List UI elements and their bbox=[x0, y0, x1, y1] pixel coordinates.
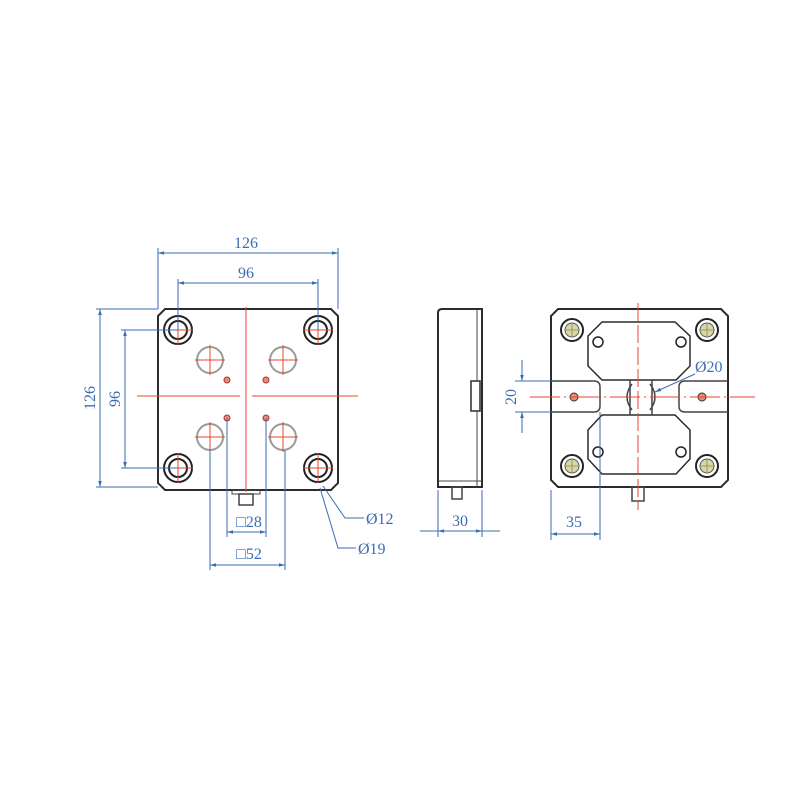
leader-diameter-19: Ø19 bbox=[319, 487, 386, 558]
dim-square-28: □28 bbox=[226, 418, 267, 537]
side-tab bbox=[470, 380, 481, 412]
front-view: 126 96 126 96 □28 □52 Ø12 bbox=[82, 235, 394, 570]
dim-square-52: □52 bbox=[209, 450, 286, 570]
dim-label: Ø20 bbox=[695, 359, 723, 376]
dim-label: 96 bbox=[238, 265, 254, 282]
dim-hole-spacing-96-horizontal: 96 bbox=[177, 265, 319, 330]
dim-label: 20 bbox=[503, 389, 520, 405]
dim-label: 126 bbox=[82, 386, 99, 410]
rear-bottom-pad bbox=[587, 414, 691, 475]
dim-offset-35: 35 bbox=[550, 412, 601, 540]
side-view: 30 bbox=[420, 308, 500, 537]
rear-top-pad bbox=[587, 321, 691, 381]
dim-height-126: 126 bbox=[82, 308, 158, 488]
leader-diameter-20: Ø20 bbox=[654, 359, 723, 393]
front-connector bbox=[231, 489, 261, 506]
dim-label: 30 bbox=[452, 513, 468, 530]
leader-diameter-12: Ø12 bbox=[322, 485, 394, 528]
dim-label: □52 bbox=[236, 546, 262, 563]
rear-bolts bbox=[560, 318, 719, 478]
dim-width-126: 126 bbox=[157, 235, 339, 309]
dim-label: 96 bbox=[107, 391, 124, 407]
dim-label: Ø12 bbox=[366, 511, 394, 528]
rear-view: 20 Ø20 35 bbox=[503, 303, 755, 540]
side-body-outline bbox=[437, 308, 483, 488]
dim-thickness-30: 30 bbox=[420, 490, 500, 537]
dim-label: Ø19 bbox=[358, 541, 386, 558]
dim-slot-20: 20 bbox=[503, 360, 551, 433]
dim-hole-spacing-96-vertical: 96 bbox=[107, 329, 178, 469]
dim-label: 126 bbox=[234, 235, 258, 252]
side-connector bbox=[451, 486, 463, 500]
dim-label: □28 bbox=[236, 514, 262, 531]
dim-label: 35 bbox=[566, 514, 582, 531]
